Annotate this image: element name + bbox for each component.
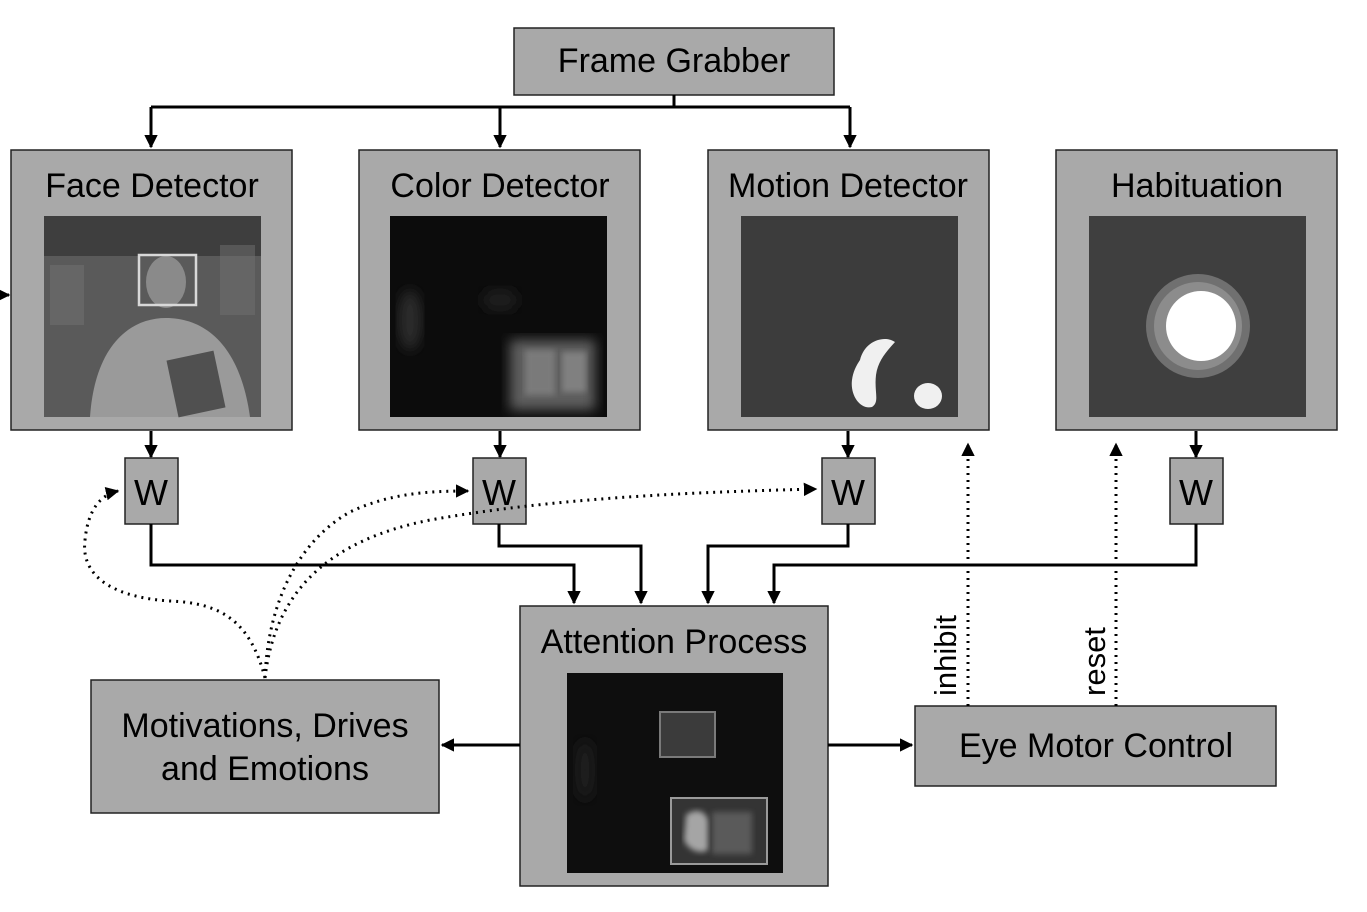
frame-grabber-label: Frame Grabber	[558, 42, 790, 80]
face-detector-label: Face Detector	[45, 167, 259, 205]
color-detector-module: Color Detector	[358, 149, 641, 431]
motion-detector-label: Motion Detector	[728, 167, 968, 205]
habituation-label: Habituation	[1111, 167, 1283, 205]
habituation-module: Habituation	[1055, 149, 1338, 431]
color-detector-label: Color Detector	[390, 167, 609, 205]
motion-detector-image	[741, 216, 958, 417]
weight-face: W	[124, 457, 179, 525]
motivation-weight-influence	[83, 482, 818, 679]
attention-process-module: Attention Process	[519, 605, 829, 887]
color-detector-image	[390, 216, 607, 417]
face-detector-image	[44, 216, 261, 418]
frame-grabber-module: Frame Grabber	[513, 27, 835, 96]
weight-face-label: W	[134, 472, 168, 513]
weight-motion: W	[821, 457, 876, 525]
weight-color: W	[472, 457, 527, 525]
motivations-module: Motivations, Drives and Emotions	[90, 679, 440, 814]
motivations-label-line2: and Emotions	[161, 750, 369, 788]
attention-process-image	[567, 673, 783, 873]
weight-habituation: W	[1169, 457, 1224, 525]
weight-color-label: W	[482, 472, 516, 513]
weight-to-attention-connectors	[149, 524, 1198, 605]
reset-label: reset	[1077, 627, 1112, 696]
habituation-image	[1089, 216, 1306, 417]
motion-detector-module: Motion Detector	[707, 149, 990, 431]
attention-process-label: Attention Process	[541, 623, 807, 661]
eye-motor-feedback: inhibit reset	[928, 442, 1123, 706]
face-detector-module: Face Detector	[10, 149, 293, 431]
inhibit-label: inhibit	[928, 615, 963, 696]
weight-habituation-label: W	[1179, 472, 1213, 513]
weight-motion-label: W	[831, 472, 865, 513]
detector-to-weight-arrows	[144, 431, 1203, 459]
eye-motor-control-label: Eye Motor Control	[959, 727, 1233, 765]
eye-motor-control-module: Eye Motor Control	[914, 705, 1277, 787]
frame-grabber-connectors	[144, 95, 857, 149]
motivations-label-line1: Motivations, Drives	[121, 707, 408, 745]
